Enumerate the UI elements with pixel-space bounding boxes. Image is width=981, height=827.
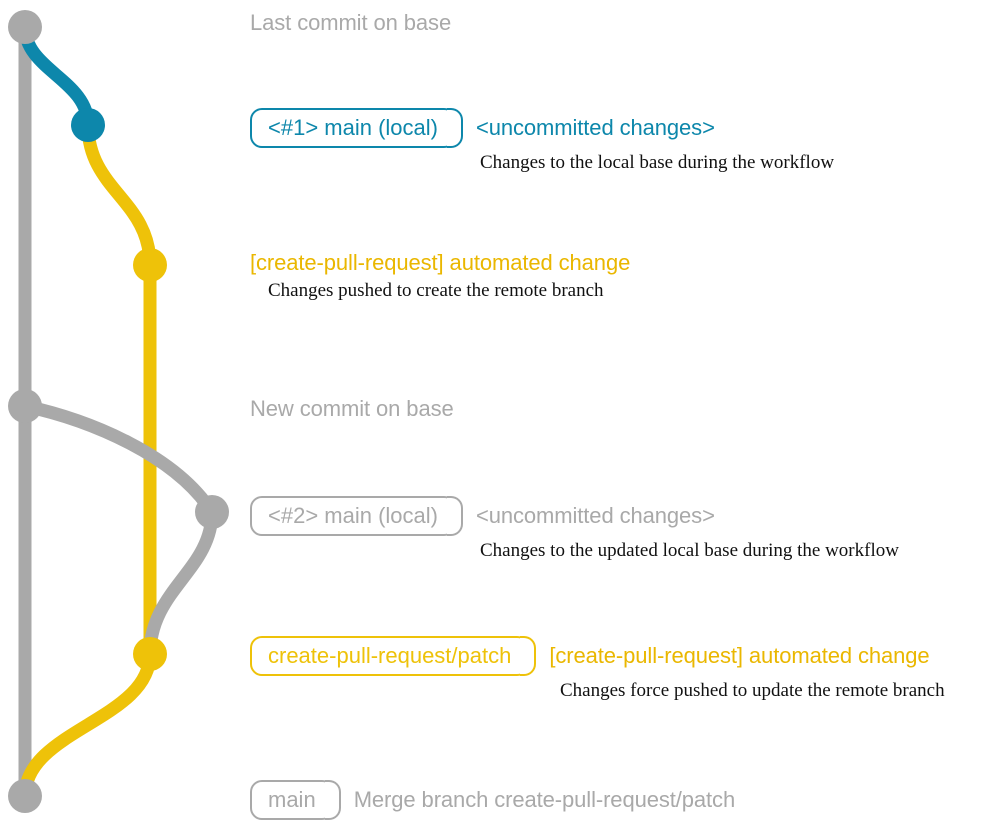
branch-graph-svg xyxy=(8,10,229,813)
branch-pill-create-pull-request-patch[interactable]: create-pull-request/patch xyxy=(250,636,537,676)
row-local-change-2: <#2> main (local) <uncommitted changes> … xyxy=(250,496,899,563)
row-merge-commit: main Merge branch create-pull-request/pa… xyxy=(250,780,735,820)
commit-description-local-1: Changes to the local base during the wor… xyxy=(480,152,835,173)
base-branch-merge-line xyxy=(143,505,219,661)
row-automated-change-2: create-pull-request/patch [create-pull-r… xyxy=(250,636,945,703)
commit-message-uncommitted-2: <uncommitted changes> xyxy=(475,503,715,528)
commit-description-automated-2: Changes force pushed to update the remot… xyxy=(560,680,945,701)
row-local-change-1: <#1> main (local) <uncommitted changes> … xyxy=(250,108,834,175)
commit-description-local-2: Changes to the updated local base during… xyxy=(480,540,899,561)
row-new-commit-on-base: New commit on base xyxy=(250,396,454,422)
commit-node-patch-2 xyxy=(133,637,167,671)
local-branch-line-1 xyxy=(18,20,95,132)
commit-message-new-commit: New commit on base xyxy=(250,396,454,421)
commit-node-local-2 xyxy=(195,495,229,529)
commit-message-last-commit: Last commit on base xyxy=(250,10,452,35)
branch-pill-main-local-1[interactable]: <#1> main (local) xyxy=(250,108,463,148)
commit-message-automated-1: [create-pull-request] automated change xyxy=(250,250,631,275)
commit-message-automated-2: [create-pull-request] automated change xyxy=(549,643,930,668)
commit-message-merge: Merge branch create-pull-request/patch xyxy=(353,787,736,812)
branch-pill-main[interactable]: main xyxy=(250,780,341,820)
patch-branch-line-1 xyxy=(81,118,157,272)
commit-node-patch-1 xyxy=(133,248,167,282)
base-branch-out-line xyxy=(18,399,219,519)
commit-node-base-new xyxy=(8,389,42,423)
commit-node-merge xyxy=(8,779,42,813)
commit-description-automated-1: Changes pushed to create the remote bran… xyxy=(268,280,604,301)
patch-merge-line xyxy=(18,647,157,803)
commit-node-base-last xyxy=(8,10,42,44)
row-last-commit-on-base: Last commit on base xyxy=(250,10,451,36)
branch-pill-main-local-2[interactable]: <#2> main (local) xyxy=(250,496,463,536)
row-automated-change-1: [create-pull-request] automated change C… xyxy=(250,250,630,303)
commit-node-local-1 xyxy=(71,108,105,142)
commit-message-uncommitted-1: <uncommitted changes> xyxy=(475,115,715,140)
